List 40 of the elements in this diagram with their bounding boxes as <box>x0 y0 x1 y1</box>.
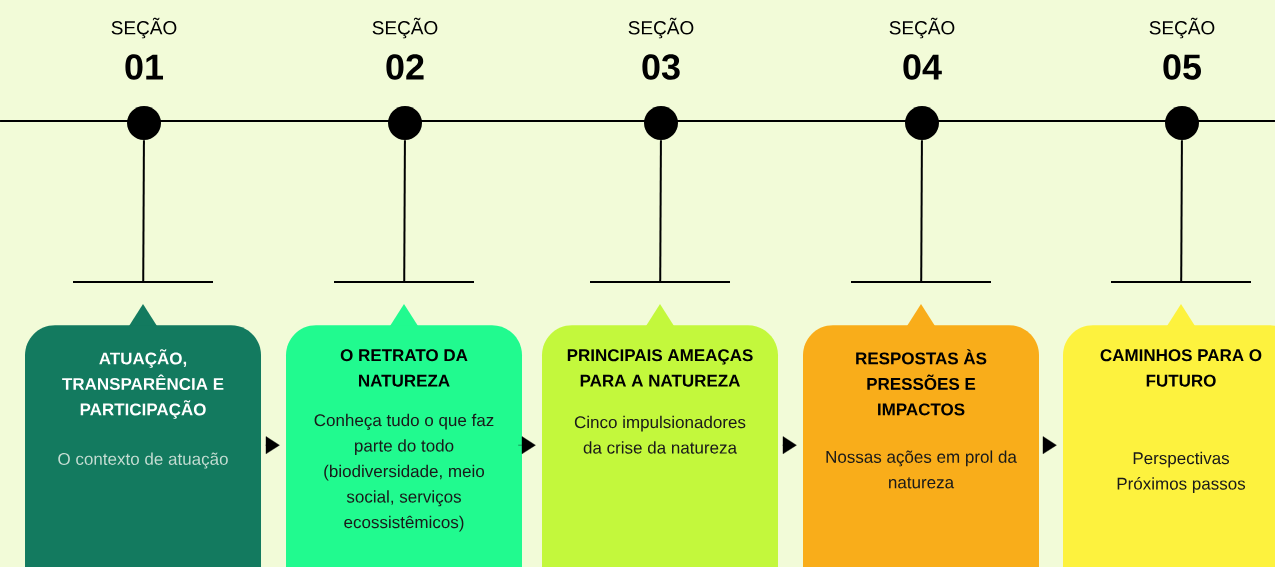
section-card <box>542 325 778 567</box>
stem-line <box>403 139 406 284</box>
card-text: Cinco impulsionadores da crise da natureza <box>574 415 746 454</box>
card-text: Próximos passos <box>1117 477 1246 494</box>
section-number: 03 <box>642 54 680 80</box>
arrow <box>1042 436 1057 455</box>
section-label: SEÇÃO <box>372 17 438 39</box>
section-label: SEÇÃO <box>111 17 177 39</box>
section-card <box>25 325 261 567</box>
section-number: 05 <box>1163 54 1201 80</box>
section-card <box>1063 325 1275 567</box>
arrow <box>518 436 536 455</box>
card-heading: O RETRATO DA NATUREZA <box>340 349 468 387</box>
card-heading: CAMINHOS PARA O FUTURO <box>1100 349 1262 387</box>
card-heading: RESPOSTAS ÀS PRESSÕES E IMPACTOS <box>856 349 987 416</box>
timeline-dot <box>1165 106 1199 140</box>
timeline-dot <box>388 106 422 140</box>
section-card <box>803 325 1039 567</box>
stem-line <box>1180 139 1183 284</box>
card-heading: PRINCIPAIS AMEAÇAS PARA A NATUREZA <box>567 349 753 387</box>
section-number: 04 <box>903 54 942 80</box>
stem-line <box>142 139 145 284</box>
timeline-dot <box>644 106 678 140</box>
card-text: Perspectivas <box>1133 451 1230 468</box>
stem-line <box>920 139 923 284</box>
card-text: Nossas ações em prol da natureza <box>826 450 1017 489</box>
section-number: 01 <box>125 54 163 80</box>
section-label: SEÇÃO <box>889 17 955 39</box>
section-card <box>286 325 522 567</box>
card-text: O contexto de atuação <box>58 452 228 469</box>
arrow <box>782 436 797 455</box>
card-heading: ATUAÇÃO, TRANSPARÊNCIA E PARTICIPAÇÃO <box>62 349 224 419</box>
timeline-dot <box>127 106 161 140</box>
arrow <box>265 436 280 455</box>
timeline-dot <box>905 106 939 140</box>
section-number: 02 <box>386 54 424 80</box>
stem-line <box>659 139 662 284</box>
section-label: SEÇÃO <box>628 17 694 39</box>
card-text: Conheça tudo o que faz parte do todo (biodiversidade, meio social, serviços ecossistêmicos) <box>314 413 494 532</box>
section-label: SEÇÃO <box>1149 17 1215 39</box>
